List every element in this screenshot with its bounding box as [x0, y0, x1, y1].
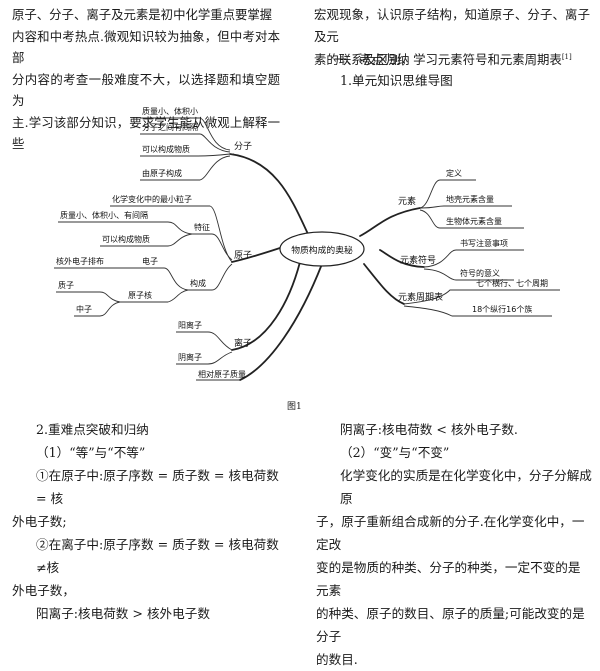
- section-1-subtitle: 1.单元知识思维导图: [340, 73, 453, 88]
- change-line-3: 变的是物质的种类、分子的种类，一定不变的是元素: [316, 560, 581, 598]
- rule-atom-line-2: 外电子数;: [12, 514, 67, 529]
- relative-mass-label: 相对原子质量: [198, 369, 246, 379]
- ion-item-2: 阴离子: [178, 352, 202, 362]
- mind-map-thick-branches: [229, 153, 425, 381]
- features-item-1: 质量小、体积小、有间隔: [60, 210, 148, 220]
- electron-label: 电子: [142, 256, 158, 266]
- atom-first-item: 化学变化中的最小粒子: [112, 194, 192, 204]
- intro-right-line-1: 宏观现象，认识原子结构，知道原子、分子、离子及元: [314, 7, 590, 44]
- symbol-item-2: 符号的意义: [460, 268, 500, 278]
- molecule-item-2: 分子之间有间隔: [142, 122, 198, 132]
- element-item-1: 定义: [446, 168, 462, 178]
- branch-table: [363, 263, 405, 305]
- features-label: 特征: [194, 222, 210, 232]
- nucleus-item-2: 中子: [76, 304, 92, 314]
- branch-element: [359, 207, 421, 237]
- rule-atom-line-1: ①在原子中:原子序数 = 质子数 = 核电荷数 = 核: [36, 468, 279, 506]
- symbol-label: 元素符号: [400, 254, 436, 266]
- section-2-title: 2.重难点突破和归纳: [36, 422, 149, 437]
- rule-anion: 阴离子:核电荷数 < 核外电子数.: [340, 422, 518, 437]
- structure-label: 构成: [190, 278, 206, 288]
- atom-label: 原子: [234, 250, 252, 261]
- table-label: 元素周期表: [398, 291, 443, 303]
- ion-item-1: 阳离子: [178, 320, 202, 330]
- branch-ion: [231, 261, 301, 351]
- section-1-title: 一、考点归纳: [334, 52, 410, 67]
- rule-ion-line-1: ②在离子中:原子序数 = 质子数 = 核电荷数≠核: [36, 537, 279, 575]
- mind-map: 物质构成的奥秘 分子 质量小、体积小 分子之间有间隔 可以构成物质 由原子构成 …: [54, 106, 560, 381]
- molecule-label: 分子: [234, 141, 252, 152]
- change-line-5: 的数目.: [316, 652, 358, 667]
- nucleus-item-1: 质子: [58, 280, 74, 290]
- molecule-item-1: 质量小、体积小: [142, 106, 198, 116]
- features-item-2: 可以构成物质: [102, 234, 150, 244]
- section-2-right-column: 阴离子:核电荷数 < 核外电子数. （2）“变”与“不变” 化学变化的实质是在化…: [316, 418, 592, 671]
- branch-symbol: [379, 249, 425, 268]
- molecule-item-4: 由原子构成: [142, 168, 182, 178]
- molecule-item-3: 可以构成物质: [142, 144, 190, 154]
- branch-relative-mass: [239, 263, 323, 381]
- rule-ion-line-2: 外电子数，: [12, 583, 75, 598]
- mind-map-center-node: [279, 231, 365, 267]
- figure-caption: 图1: [287, 402, 302, 412]
- element-label: 元素: [398, 195, 416, 207]
- branch-molecule: [229, 153, 309, 235]
- intro-left-line-2: 内容和中考热点.微观知识较为抽象，但中考对本部: [12, 28, 280, 66]
- intro-right-line-2: 素的联系及区别，学习元素符号和元素周期表[1]: [314, 47, 590, 71]
- nucleus-label: 原子核: [128, 290, 152, 300]
- center-label: 物质构成的奥秘: [291, 244, 353, 256]
- rule-cation: 阳离子:核电荷数 > 核外电子数: [36, 606, 210, 621]
- table-item-1: 七个横行、七个周期: [476, 278, 548, 288]
- change-line-2: 子，原子重新组合成新的分子.在化学变化中，一定改: [316, 514, 585, 552]
- element-item-2: 地壳元素含量: [446, 194, 494, 204]
- intro-right-paragraph: 宏观现象，认识原子结构，知道原子、分子、离子及元 素的联系及区别，学习元素符号和…: [314, 4, 590, 71]
- ion-label: 离子: [234, 337, 252, 349]
- change-line-4: 的种类、原子的数目、原子的质量;可能改变的是分子: [316, 606, 585, 644]
- intro-left-line-3: 分内容的考查一般难度不大，以选择题和填空题为: [12, 71, 280, 109]
- intro-right-line-2-text: 素的联系及区别，学习元素符号和元素周期表: [314, 52, 562, 68]
- mind-map-thin-branches: [54, 117, 560, 381]
- section-2-left-column: 2.重难点突破和归纳 （1）“等”与“不等” ①在原子中:原子序数 = 质子数 …: [12, 418, 284, 625]
- symbol-item-1: 书写注意事项: [460, 238, 508, 248]
- citation: [1]: [561, 53, 572, 61]
- section-2-sub-2: （2）“变”与“不变”: [340, 445, 450, 460]
- table-item-2: 18个纵行16个族: [472, 304, 532, 314]
- section-2-sub-1: （1）“等”与“不等”: [36, 445, 146, 460]
- change-line-1: 化学变化的实质是在化学变化中，分子分解成原: [340, 468, 592, 506]
- electron-item: 核外电子排布: [56, 256, 104, 266]
- intro-left-paragraph: 原子、分子、离子及元素是初中化学重点要掌握 内容和中考热点.微观知识较为抽象，但…: [12, 4, 280, 155]
- intro-left-line-1: 原子、分子、离子及元素是初中化学重点要掌握: [12, 7, 273, 22]
- element-item-3: 生物体元素含量: [446, 216, 502, 226]
- intro-left-line-4: 主.学习该部分知识，要求学生能从微观上解释一些: [12, 114, 280, 152]
